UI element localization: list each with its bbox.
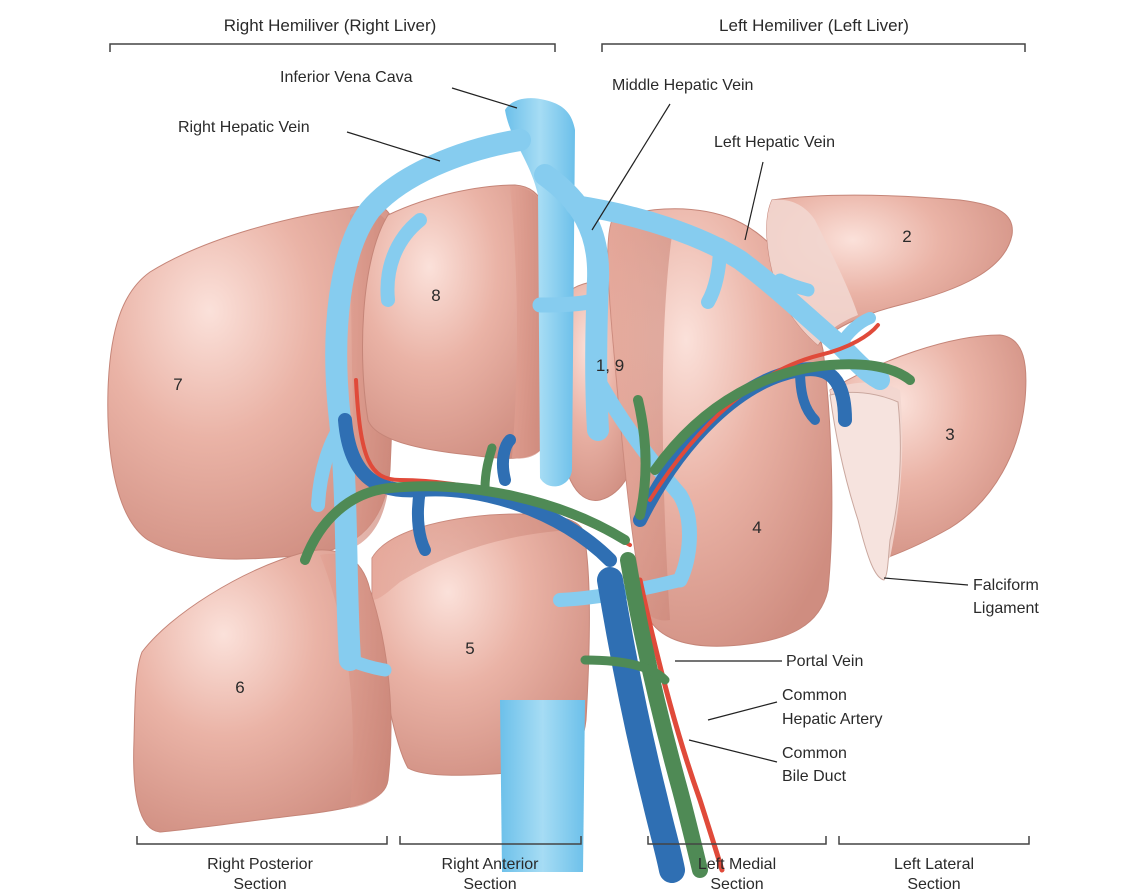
right-posterior-label-line2: Section [233, 876, 286, 892]
segment-6-number: 6 [235, 678, 244, 697]
cha-leader [708, 702, 777, 720]
left-lateral-label-line2: Section [907, 876, 960, 892]
mhv-label: Middle Hepatic Vein [612, 77, 753, 94]
right-anterior-label-line1: Right Anterior [442, 856, 540, 873]
segment-2-number: 2 [902, 227, 911, 246]
left-lateral-label-line1: Left Lateral [894, 856, 974, 873]
lhv-leader [745, 162, 763, 240]
segment-4-number: 4 [752, 518, 761, 537]
ivc-label: Inferior Vena Cava [280, 69, 413, 86]
right-posterior-label-line1: Right Posterior [207, 856, 313, 873]
right-hemiliver-bracket [110, 44, 555, 52]
rhv-leader [347, 132, 440, 161]
falciform-label-line2: Ligament [973, 600, 1039, 617]
left-medial-label-line1: Left Medial [698, 856, 776, 873]
right-hemiliver-header: Right Hemiliver (Right Liver) [224, 16, 437, 35]
cbd-leader [689, 740, 777, 762]
segment-1-9-number: 1, 9 [596, 356, 624, 375]
cbd-label-line1: Common [782, 745, 847, 762]
left-lateral-bracket [839, 836, 1029, 844]
ivc-leader [452, 88, 517, 108]
segment-5-number: 5 [465, 639, 474, 658]
cha-label-line1: Common [782, 687, 847, 704]
cbd-label-line2: Bile Duct [782, 768, 847, 785]
cha-label-line2: Hepatic Artery [782, 711, 882, 728]
top-brackets [110, 44, 1025, 52]
left-medial-label-line2: Section [710, 876, 763, 892]
left-hemiliver-bracket [602, 44, 1025, 52]
segment-7-number: 7 [173, 375, 182, 394]
rhv-label: Right Hepatic Vein [178, 119, 310, 136]
portal-vein-label: Portal Vein [786, 653, 863, 670]
right-posterior-bracket [137, 836, 387, 844]
lhv-label: Left Hepatic Vein [714, 134, 835, 151]
falciform-label-line1: Falciform [973, 577, 1039, 594]
segment-8-number: 8 [431, 286, 440, 305]
falciform-leader [884, 578, 968, 585]
right-anterior-label-line2: Section [463, 876, 516, 892]
ivc-lower-segment [500, 700, 585, 872]
left-hemiliver-header: Left Hemiliver (Left Liver) [719, 16, 909, 35]
segment-3-number: 3 [945, 425, 954, 444]
